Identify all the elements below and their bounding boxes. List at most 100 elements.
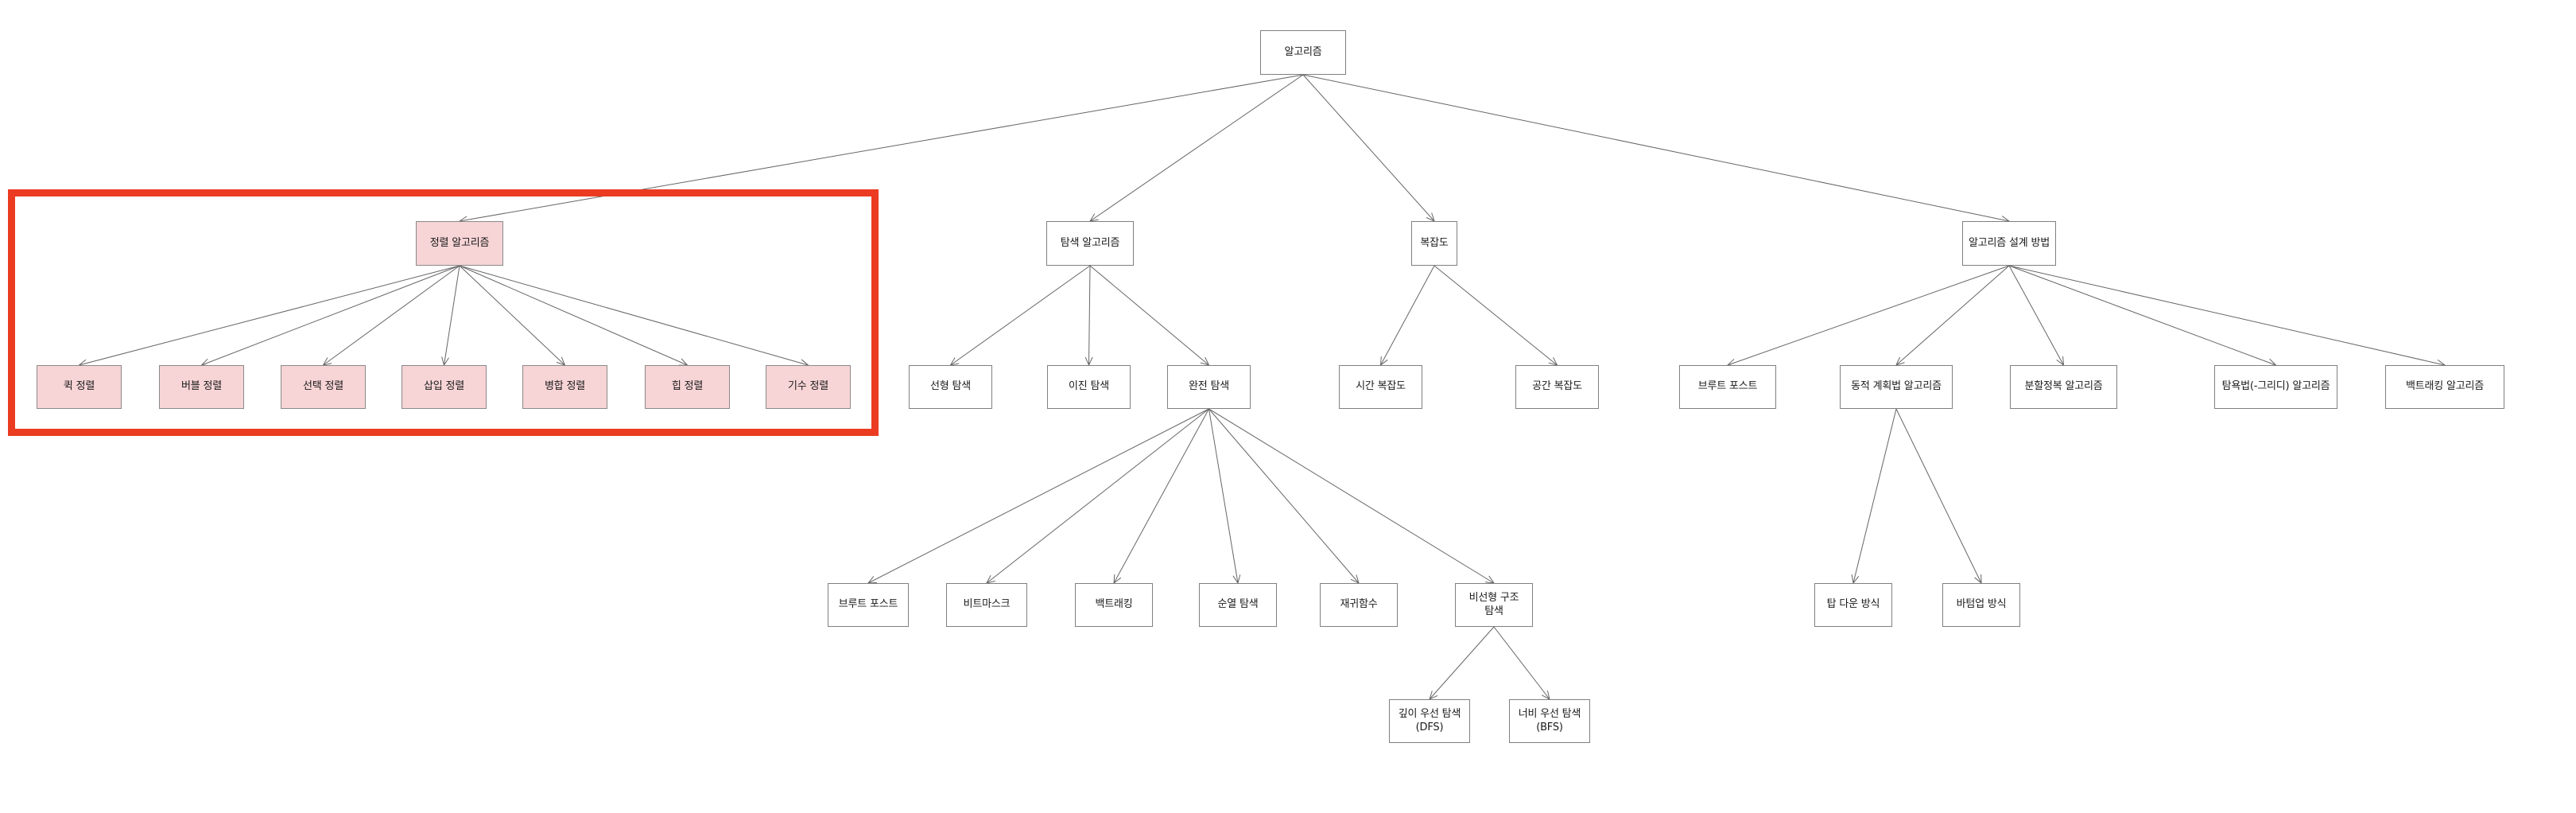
node-backtracking-s[interactable]: 백트래킹 [1075, 583, 1153, 627]
edge-dynamic-prog-to-top-down [1851, 408, 1897, 585]
edge-exhaustive-to-brute-force-s [867, 408, 1209, 584]
node-time-complexity[interactable]: 시간 복잡도 [1339, 365, 1422, 409]
node-nonlinear[interactable]: 비선형 구조 탐색 [1455, 583, 1533, 627]
arrowhead-icon [1084, 356, 1093, 367]
edge-sorting-to-bubble-sort [200, 265, 460, 367]
edge-search-to-exhaustive [1089, 265, 1210, 366]
edge-exhaustive-to-nonlinear [1208, 408, 1496, 584]
edge-complexity-to-space-complexity [1433, 265, 1558, 366]
arrowhead-icon [1548, 356, 1558, 366]
node-quick-sort[interactable]: 퀵 정렬 [37, 365, 122, 409]
node-label: 탑 다운 방식 [1826, 598, 1880, 611]
arrowhead-icon [1974, 574, 1982, 585]
node-label: 퀵 정렬 [63, 380, 95, 393]
edge-exhaustive-to-recursion [1208, 408, 1360, 584]
node-label: 완전 탐색 [1189, 380, 1229, 393]
node-label: 이진 탐색 [1069, 380, 1109, 393]
node-bfs[interactable]: 너비 우선 탐색 (BFS) [1509, 699, 1590, 743]
edge-exhaustive-to-backtracking-s [1113, 408, 1209, 585]
edge-design-to-divide-conquer [2008, 265, 2065, 367]
arrowhead-icon [556, 356, 566, 366]
arrowhead-icon [1429, 690, 1438, 700]
node-label: 백트래킹 알고리즘 [2405, 380, 2484, 393]
node-radix-sort[interactable]: 기수 정렬 [766, 365, 851, 409]
node-label: 복잡도 [1420, 236, 1449, 249]
arrowhead-icon [1485, 575, 1496, 584]
edge-sorting-to-insertion-sort [441, 265, 460, 367]
node-permutation[interactable]: 순열 탐색 [1199, 583, 1277, 627]
node-complexity[interactable]: 복잡도 [1411, 221, 1457, 266]
node-label: 탐색 알고리즘 [1060, 236, 1120, 249]
node-exhaustive[interactable]: 완전 탐색 [1167, 365, 1251, 409]
node-label: 비트마스크 [963, 598, 1011, 611]
arrowhead-icon [1379, 356, 1388, 367]
edge-root-to-complexity [1302, 74, 1435, 222]
node-label: 선형 탐색 [930, 380, 971, 393]
node-backtracking-d[interactable]: 백트래킹 알고리즘 [2385, 365, 2504, 409]
node-label: 공간 복잡도 [1532, 380, 1582, 393]
node-merge-sort[interactable]: 병합 정렬 [522, 365, 607, 409]
node-label: 알고리즘 [1284, 45, 1322, 58]
node-label: 힙 정렬 [671, 380, 704, 393]
arrowhead-icon [986, 575, 995, 584]
node-bitmask[interactable]: 비트마스크 [946, 583, 1027, 627]
node-divide-conquer[interactable]: 분할정복 알고리즘 [2010, 365, 2117, 409]
node-label: 동적 계획법 알고리즘 [1851, 380, 1942, 393]
node-label: 너비 우선 탐색 (BFS) [1518, 707, 1581, 733]
edge-dynamic-prog-to-bottom-up [1895, 408, 1982, 585]
node-search[interactable]: 탐색 알고리즘 [1046, 221, 1134, 266]
node-label: 정렬 알고리즘 [429, 236, 490, 249]
node-brute-force-d[interactable]: 브루트 포스트 [1679, 365, 1776, 409]
node-brute-force-s[interactable]: 브루트 포스트 [828, 583, 909, 627]
node-dynamic-prog[interactable]: 동적 계획법 알고리즘 [1840, 365, 1953, 409]
node-label: 재귀함수 [1340, 598, 1378, 611]
node-recursion[interactable]: 재귀함수 [1320, 583, 1398, 627]
edge-design-to-brute-force-d [1726, 265, 2010, 367]
arrowhead-icon [2056, 356, 2065, 367]
node-sorting[interactable]: 정렬 알고리즘 [416, 221, 503, 266]
edge-sorting-to-radix-sort [459, 265, 809, 368]
node-root[interactable]: 알고리즘 [1260, 30, 1346, 75]
arrowhead-icon [1350, 574, 1360, 584]
node-bottom-up[interactable]: 바텀업 방식 [1942, 583, 2020, 627]
node-insertion-sort[interactable]: 삽입 정렬 [402, 365, 487, 409]
edge-complexity-to-time-complexity [1379, 265, 1435, 367]
node-label: 바텀업 방식 [1956, 598, 2007, 611]
node-label: 백트래킹 [1095, 598, 1133, 611]
node-space-complexity[interactable]: 공간 복잡도 [1515, 365, 1599, 409]
edge-root-to-sorting [458, 74, 1304, 224]
arrowhead-icon [1113, 574, 1122, 585]
node-selection-sort[interactable]: 선택 정렬 [281, 365, 366, 409]
edge-nonlinear-to-bfs [1493, 626, 1550, 700]
node-dfs[interactable]: 깊이 우선 탐색 (DFS) [1389, 699, 1470, 743]
arrowhead-icon [678, 358, 689, 366]
arrowhead-icon [1232, 574, 1241, 585]
arrowhead-icon [1895, 356, 1905, 366]
arrowhead-icon [441, 356, 449, 367]
node-design[interactable]: 알고리즘 설계 방법 [1962, 221, 2056, 266]
node-label: 브루트 포스트 [1697, 380, 1758, 393]
node-linear-search[interactable]: 선형 탐색 [909, 365, 992, 409]
node-label: 시간 복잡도 [1356, 380, 1406, 393]
edge-search-to-binary-search [1084, 265, 1093, 367]
node-heap-sort[interactable]: 힙 정렬 [645, 365, 730, 409]
arrowhead-icon [1088, 213, 1099, 222]
node-label: 깊이 우선 탐색 (DFS) [1398, 707, 1461, 733]
arrowhead-icon [322, 357, 332, 366]
edge-exhaustive-to-bitmask [986, 408, 1209, 584]
arrowhead-icon [1542, 690, 1550, 700]
edge-design-to-backtracking-d [2008, 265, 2446, 368]
node-label: 브루트 포스트 [838, 598, 898, 611]
node-label: 기수 정렬 [788, 380, 828, 393]
node-label: 버블 정렬 [181, 380, 222, 393]
node-bubble-sort[interactable]: 버블 정렬 [159, 365, 244, 409]
edge-sorting-to-heap-sort [459, 265, 689, 366]
node-label: 비선형 구조 탐색 [1468, 591, 1519, 617]
node-label: 알고리즘 설계 방법 [1969, 236, 2050, 249]
node-binary-search[interactable]: 이진 탐색 [1047, 365, 1131, 409]
node-top-down[interactable]: 탑 다운 방식 [1814, 583, 1892, 627]
edge-search-to-linear-search [949, 265, 1091, 366]
edge-sorting-to-quick-sort [78, 265, 460, 368]
node-greedy[interactable]: 탐욕법(-그리디) 알고리즘 [2214, 365, 2337, 409]
